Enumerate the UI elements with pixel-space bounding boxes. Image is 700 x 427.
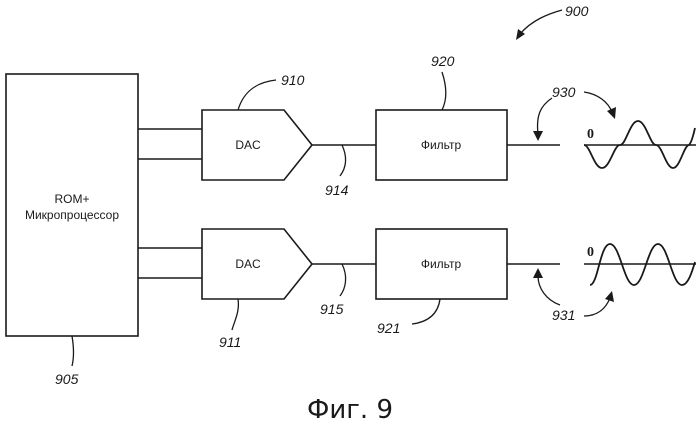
ref-911: 911 xyxy=(219,334,241,350)
leader-911 xyxy=(232,299,238,330)
ref-910: 910 xyxy=(281,72,305,88)
ref-915: 915 xyxy=(320,301,344,317)
arrowhead-930-right xyxy=(607,107,616,119)
ref-930: 930 xyxy=(552,84,576,100)
arrowhead-931-right xyxy=(605,291,614,302)
leader-915 xyxy=(340,264,346,296)
dac-bottom-label: DAC xyxy=(235,257,261,271)
leader-900 xyxy=(520,10,562,34)
processor-label-line1: ROM+ xyxy=(54,192,89,206)
filter-bottom-label: Фильтр xyxy=(421,257,462,271)
waveform-top-zero: 0 xyxy=(587,127,594,142)
waveform-bottom: 0 xyxy=(584,244,696,285)
leader-931-right xyxy=(584,298,610,316)
leader-930-right xyxy=(584,92,612,112)
processor-label-line2: Микропроцессор xyxy=(25,208,119,222)
ref-921: 921 xyxy=(377,320,400,336)
leader-910 xyxy=(238,80,276,110)
ref-920: 920 xyxy=(431,53,455,69)
waveform-bottom-zero: 0 xyxy=(587,245,594,260)
leader-905 xyxy=(72,336,74,366)
arrowhead-930-left xyxy=(533,131,543,141)
arrowhead-931-left xyxy=(533,268,543,278)
ref-900: 900 xyxy=(565,3,589,19)
dac-top-label: DAC xyxy=(235,138,261,152)
leader-921 xyxy=(412,299,440,324)
leader-920 xyxy=(442,72,446,110)
leader-931-left xyxy=(538,276,560,305)
filter-top-label: Фильтр xyxy=(421,138,462,152)
waveform-top: 0 xyxy=(584,121,696,168)
ref-914: 914 xyxy=(325,182,349,198)
ref-905: 905 xyxy=(55,371,79,387)
figure-caption: Фиг. 9 xyxy=(307,395,393,425)
leader-914 xyxy=(340,145,346,176)
leader-930-left xyxy=(538,98,552,134)
ref-931: 931 xyxy=(552,307,575,323)
